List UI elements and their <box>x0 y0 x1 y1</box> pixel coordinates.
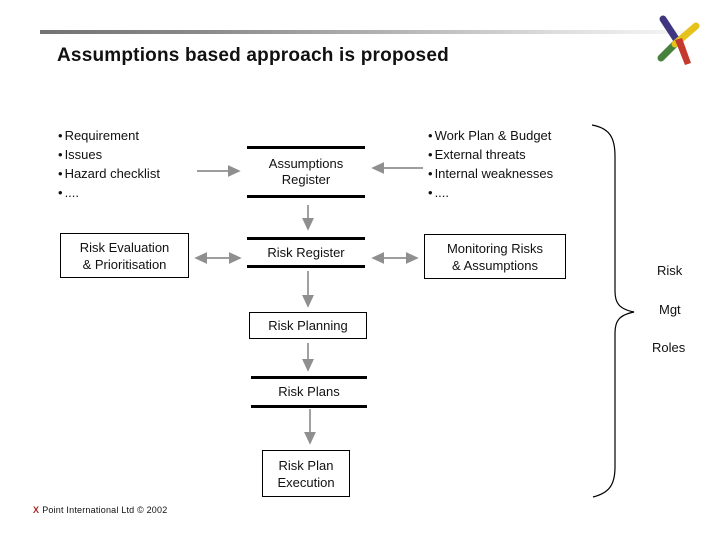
header-gradient-rule <box>40 30 690 34</box>
node-risk-plans: Risk Plans <box>251 376 367 408</box>
node-label: Risk Plans <box>278 384 340 399</box>
list-item: .... <box>58 183 160 202</box>
list-item: .... <box>428 183 553 202</box>
brace-label-mgt: Mgt <box>659 302 681 317</box>
node-label: Risk Planning <box>268 318 348 333</box>
node-label: Monitoring Risks <box>446 240 544 256</box>
footer-text: Point International Ltd © 2002 <box>42 505 168 515</box>
node-label: & Prioritisation <box>82 256 167 272</box>
list-item: Internal weaknesses <box>428 164 554 183</box>
input-list-left: Requirement Issues Hazard checklist .... <box>58 126 160 202</box>
node-label: Execution <box>277 474 335 490</box>
node-risk-plan-execution: Risk Plan Execution <box>262 450 350 497</box>
node-risk-register: Risk Register <box>247 237 365 268</box>
input-list-right: Work Plan & Budget External threats Inte… <box>428 126 554 202</box>
node-label: & Assumptions <box>452 257 538 273</box>
node-label: Register <box>281 172 331 187</box>
node-label: Assumptions <box>268 156 344 171</box>
list-item: Work Plan & Budget <box>428 126 553 145</box>
list-item: Hazard checklist <box>58 164 160 183</box>
footer-logo-x: X <box>33 505 40 515</box>
list-item: Issues <box>58 145 160 164</box>
node-label: Risk Register <box>267 244 345 260</box>
brace-label-risk: Risk <box>657 263 683 278</box>
right-curly-brace <box>591 124 635 498</box>
x-point-logo-icon <box>657 15 700 65</box>
node-label: Risk Plan <box>278 457 334 473</box>
brace-label-roles: Roles <box>652 340 686 355</box>
page-title: Assumptions based approach is proposed <box>57 45 449 66</box>
node-risk-evaluation: Risk Evaluation & Prioritisation <box>60 233 189 278</box>
node-label: Risk Evaluation <box>79 239 170 255</box>
node-risk-planning: Risk Planning <box>249 312 367 339</box>
node-assumptions-register: Assumptions Register <box>247 146 365 198</box>
list-item: External threats <box>428 145 553 164</box>
list-item: Requirement <box>58 126 160 145</box>
node-monitoring-risks: Monitoring Risks & Assumptions <box>424 234 566 279</box>
